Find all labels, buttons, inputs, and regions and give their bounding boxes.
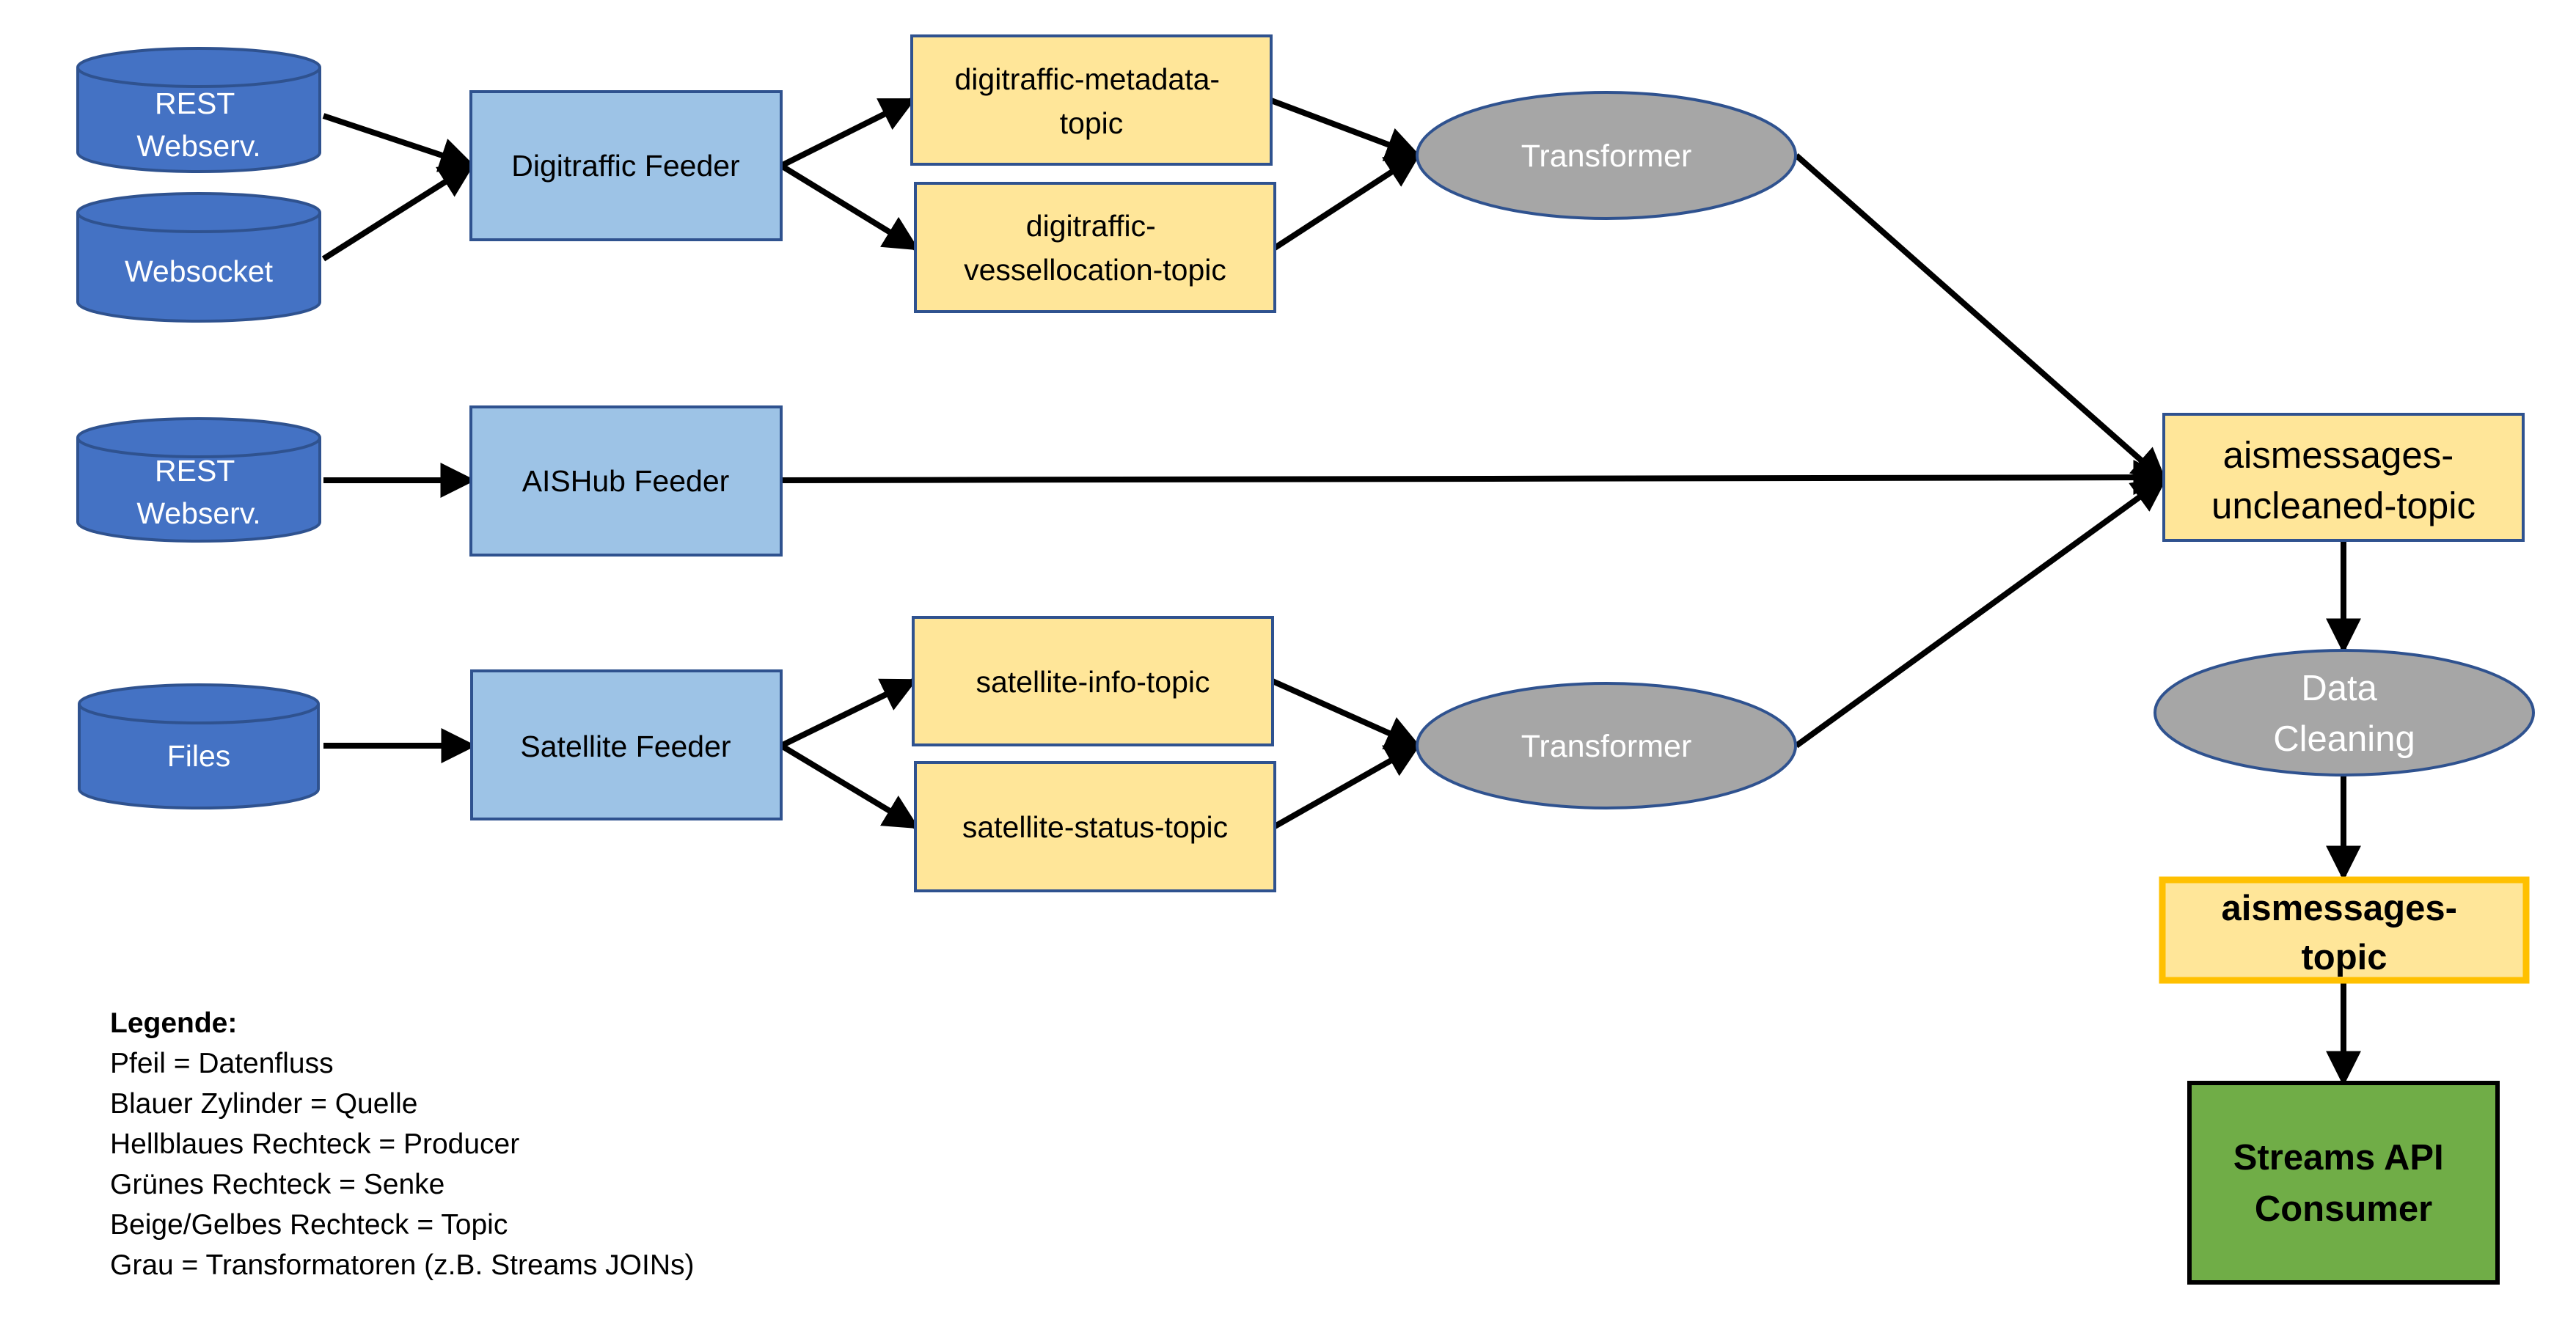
topic-label-line-2: vessellocation-topic	[964, 253, 1226, 287]
svg-text:satellite-info-topic: satellite-info-topic	[976, 665, 1210, 699]
transformer-upper: Transformer	[1416, 91, 1797, 220]
topic-label-line-2: topic	[2301, 938, 2387, 977]
arrow-aishub-to-uncleaned-topic	[780, 460, 2169, 496]
source-label-line-1: Files	[167, 739, 231, 773]
topic-label-line-1: digitraffic-metadata-	[955, 62, 1221, 96]
topic-label-line-1: satellite-status-topic	[962, 810, 1228, 844]
topic-label-line-1: satellite-info-topic	[976, 665, 1210, 699]
legend: Legende: Pfeil = Datenfluss Blauer Zylin…	[110, 1003, 917, 1285]
cylinder-body	[78, 704, 320, 809]
arrow-digitraffic-to-metadata-topic	[780, 98, 916, 169]
source-files: Files	[78, 683, 320, 809]
topic-label-line-1: digitraffic-	[1026, 209, 1156, 243]
transformer-data-cleaning: Data Cleaning	[2154, 649, 2535, 776]
topic-satellite-info: satellite-info-topic	[912, 616, 1274, 746]
topic-label-line-1: aismessages-	[2223, 434, 2454, 476]
source-rest-webservice-2: REST Webserv.	[76, 417, 321, 543]
topic-digitraffic-vessellocation: digitraffic- vessellocation-topic	[914, 182, 1276, 313]
transformer-label: Transformer	[1521, 139, 1692, 174]
svg-text:digitraffic-metadata- to: digitraffic-metadata- topic	[955, 62, 1229, 140]
svg-text:aismessages- topic: aismessages- topic	[2221, 889, 2467, 977]
svg-text:Websocket: Websocket	[125, 254, 274, 288]
svg-text:Transformer: Transformer	[1521, 139, 1692, 174]
sink-label-line-1: Streams API	[2233, 1138, 2444, 1178]
producer-digitraffic-feeder: Digitraffic Feeder	[469, 90, 783, 241]
arrow-websocket-to-digitraffic	[321, 163, 475, 262]
legend-line-transformer: Grau = Transformatoren (z.B. Streams JOI…	[110, 1249, 695, 1281]
legend-line-topic: Beige/Gelbes Rechteck = Topic	[110, 1209, 508, 1241]
svg-text:Digitraffic Feeder: Digitraffic Feeder	[511, 149, 739, 183]
topic-satellite-status: satellite-status-topic	[914, 761, 1276, 892]
transformer-label: Transformer	[1521, 729, 1692, 764]
legend-line-producer: Hellblaues Rechteck = Producer	[110, 1128, 520, 1160]
producer-satellite-feeder: Satellite Feeder	[470, 669, 783, 820]
arrow-transformer-to-uncleaned-topic	[1794, 153, 2167, 484]
arrow-rest1-to-digitraffic	[322, 113, 476, 172]
source-label-line-2: Webserv.	[136, 496, 260, 530]
producer-label: Digitraffic Feeder	[511, 149, 739, 183]
source-label-line-1: REST	[155, 454, 235, 488]
svg-text:REST Webserv.: REST Webserv.	[136, 87, 260, 163]
topic-aismessages-uncleaned: aismessages- uncleaned-topic	[2162, 413, 2525, 542]
producer-aishub-feeder: AISHub Feeder	[469, 405, 783, 557]
source-label-line-1: Websocket	[125, 254, 274, 288]
source-label-line-1: REST	[155, 87, 235, 120]
legend-line-arrow: Pfeil = Datenfluss	[110, 1048, 334, 1079]
source-label-line-2: Webserv.	[136, 129, 260, 163]
arrows	[321, 98, 2361, 1087]
arrow-digitraffic-to-vessellocation-topic	[779, 163, 920, 251]
arrow-satellite-to-status-topic	[779, 743, 920, 829]
transformer-lower: Transformer	[1416, 682, 1797, 809]
svg-text:REST Webserv.: REST Webserv.	[136, 454, 260, 530]
cylinder-top	[76, 417, 321, 458]
arrow-info-topic-to-transformer	[1271, 678, 1421, 749]
svg-text:aismessages- uncleaned-t: aismessages- uncleaned-topic	[2211, 434, 2476, 526]
sink-streams-api-consumer: Streams API Consumer	[2187, 1081, 2500, 1285]
legend-title: Legende:	[110, 1007, 238, 1039]
arrow-status-topic-to-transformer	[1273, 743, 1421, 829]
arrow-metadata-topic-to-transformer	[1270, 98, 1421, 161]
transformer-label-line-1: Data	[2301, 669, 2377, 708]
sink-label-line-2: Consumer	[2255, 1189, 2432, 1229]
cylinder-top	[78, 683, 320, 724]
svg-text:Files: Files	[167, 739, 231, 773]
source-websocket: Websocket	[76, 192, 321, 323]
producer-label: AISHub Feeder	[522, 464, 730, 498]
cylinder-top	[76, 192, 321, 233]
svg-text:AISHub Feeder: AISHub Feeder	[522, 464, 730, 498]
svg-text:Satellite Feeder: Satellite Feeder	[520, 730, 731, 763]
legend-line-sink: Grünes Rechteck = Senke	[110, 1169, 445, 1200]
svg-text:digitraffic- vessellocat: digitraffic- vessellocation-topic	[964, 209, 1226, 287]
arrow-vessellocation-topic-to-transformer	[1273, 153, 1421, 251]
svg-text:Streams API Consumer: Streams API Consumer	[2233, 1138, 2454, 1229]
topic-label-line-1: aismessages-	[2221, 889, 2456, 928]
topic-label-line-2: uncleaned-topic	[2211, 485, 2476, 526]
cylinder-body	[76, 438, 321, 543]
topic-aismessages: aismessages- topic	[2159, 876, 2530, 984]
svg-text:satellite-status-topic: satellite-status-topic	[962, 810, 1228, 844]
transformer-label-line-2: Cleaning	[2273, 719, 2415, 759]
producer-label: Satellite Feeder	[520, 730, 731, 763]
source-rest-webservice-1: REST Webserv.	[76, 47, 321, 173]
arrow-satellite-to-info-topic	[780, 678, 918, 749]
svg-text:Data Cleaning: Data Cleaning	[2273, 669, 2415, 759]
legend-line-cylinder: Blauer Zylinder = Quelle	[110, 1088, 418, 1120]
topic-digitraffic-metadata: digitraffic-metadata- topic	[910, 34, 1273, 166]
cylinder-top	[76, 47, 321, 88]
arrow-transformer-to-uncleaned-topic-lower	[1794, 477, 2168, 749]
cylinder-body	[76, 67, 321, 173]
topic-label-line-2: topic	[1060, 106, 1124, 140]
cylinder-body	[76, 213, 321, 323]
svg-text:Transformer: Transformer	[1521, 729, 1692, 764]
